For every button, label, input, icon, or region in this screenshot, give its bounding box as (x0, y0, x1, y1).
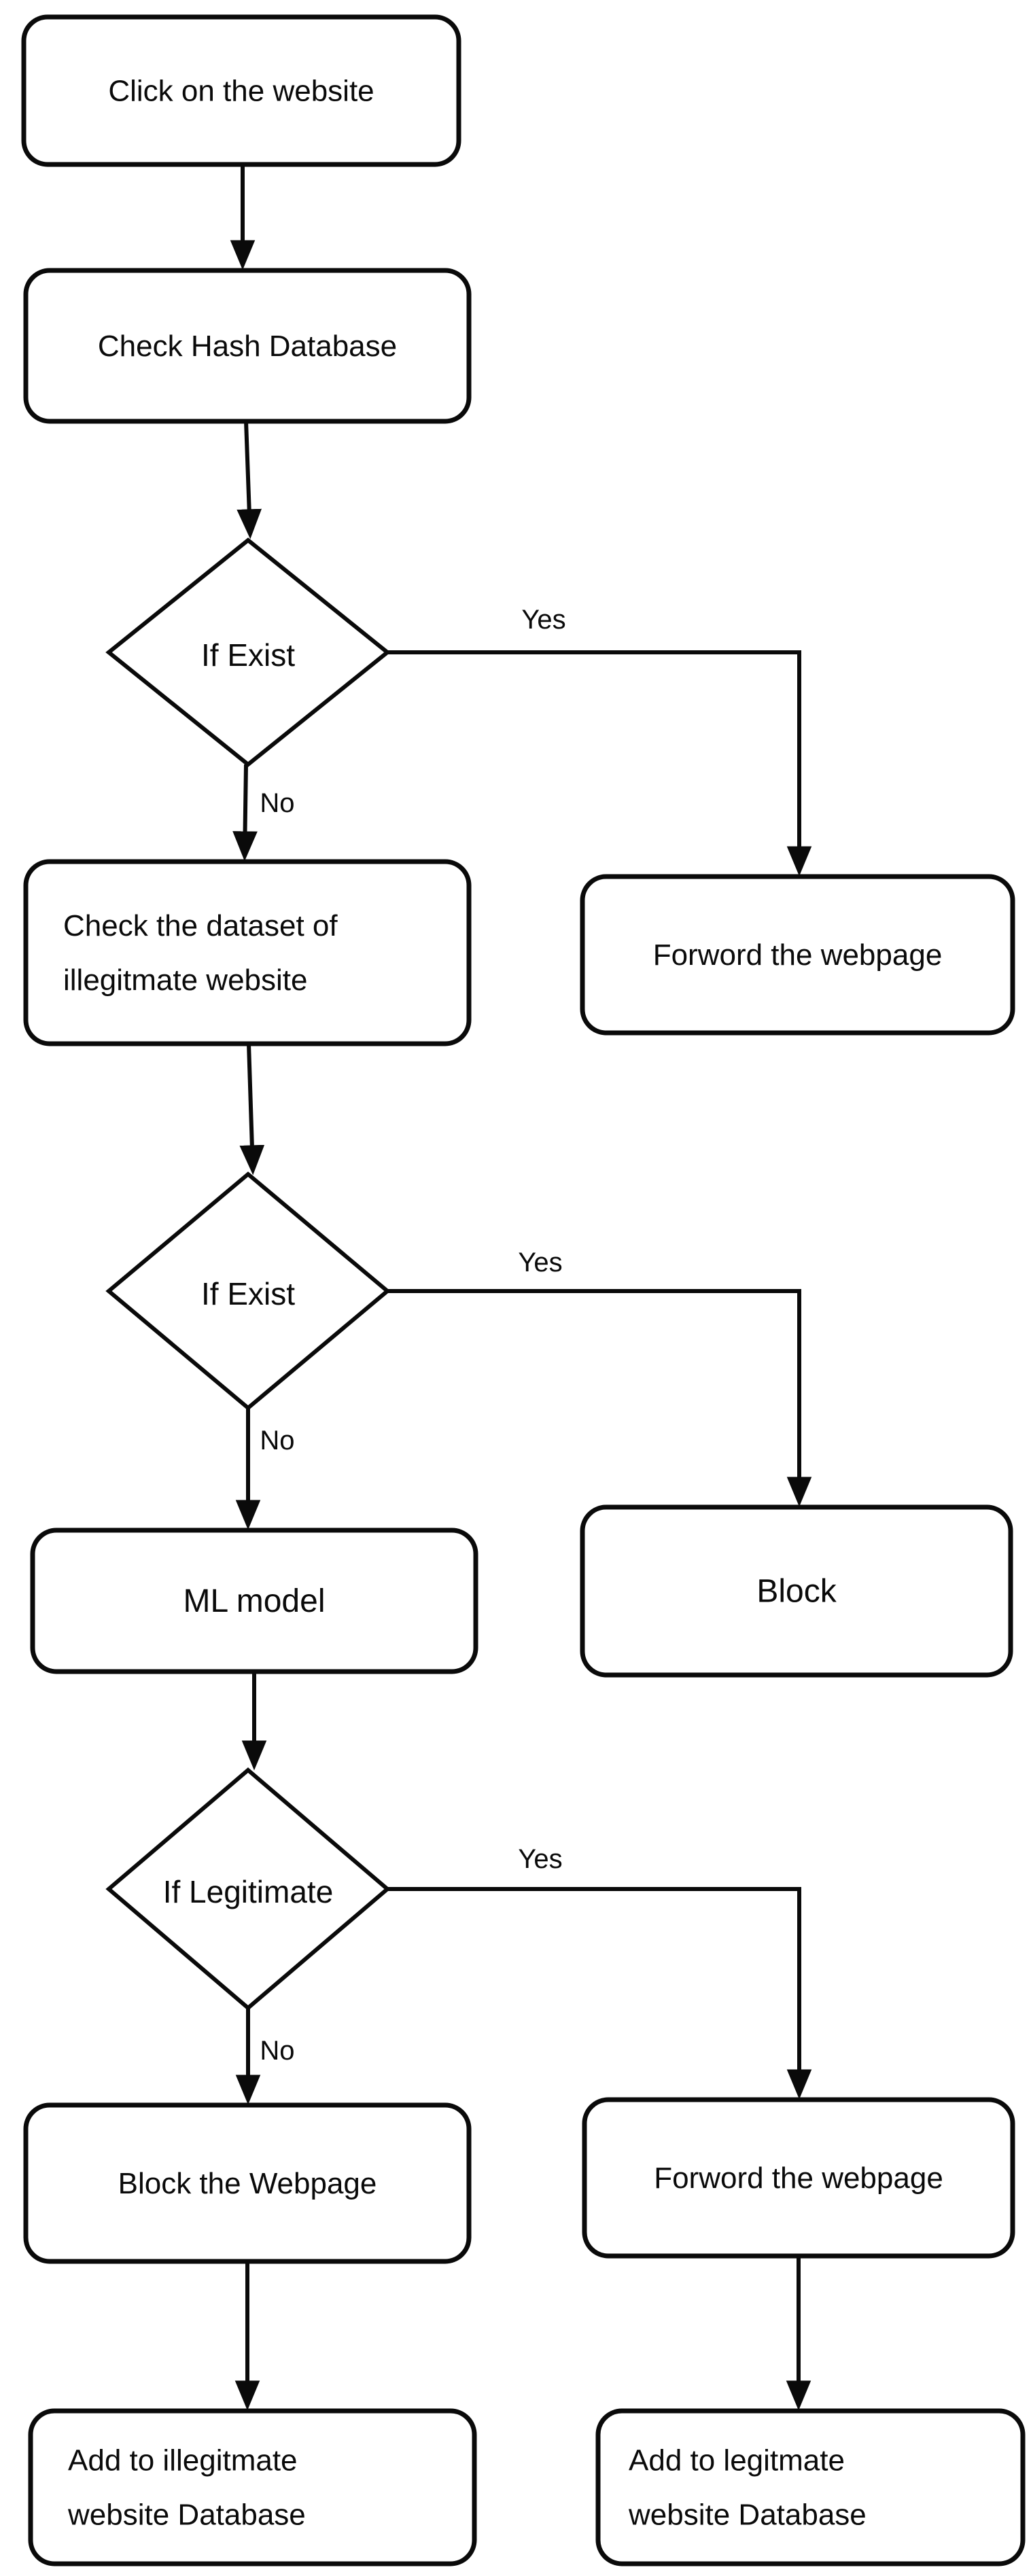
yes-label-1: Yes (521, 605, 565, 635)
if-legitimate-node (105, 1767, 391, 2011)
add-legitimate-db-node (595, 2408, 1026, 2566)
edge-ifexist1-no-dataset (232, 764, 258, 862)
yes-label-2: Yes (518, 1248, 562, 1277)
click-website-node (21, 14, 461, 167)
block-webpage-label: Block the Webpage (118, 2167, 377, 2200)
add-illegitimate-db-node (28, 2408, 477, 2566)
edge-ifexist1-yes-forward1 (387, 650, 812, 877)
check-dataset-node (23, 859, 472, 1046)
click-website-label: Click on the website (108, 74, 374, 107)
edge-ifexist2-yes-block (387, 1289, 812, 1507)
forward-webpage-2-label: Forword the webpage (654, 2162, 943, 2195)
no-label-2: No (260, 1426, 294, 1455)
if-exist-2-label: If Exist (201, 1276, 295, 1311)
if-exist-2-node (105, 1171, 391, 1411)
block-label: Block (756, 1573, 837, 1609)
if-legitimate-label: If Legitimate (163, 1874, 334, 1909)
check-hash-database-label: Check Hash Database (98, 330, 397, 363)
edge-hash-to-ifexist1 (237, 421, 262, 540)
forward-webpage-1-node (580, 874, 1015, 1036)
ml-model-node (30, 1528, 478, 1674)
edge-dataset-to-ifexist2 (239, 1043, 265, 1176)
if-exist-1-node (105, 537, 391, 767)
yes-label-3: Yes (518, 1844, 562, 1874)
no-label-1: No (260, 788, 294, 818)
check-hash-database-node (23, 268, 472, 424)
forward-webpage-1-label: Forword the webpage (653, 938, 943, 972)
edge-iflegit-yes-forward2 (387, 1887, 812, 2100)
if-exist-1-label: If Exist (201, 637, 295, 673)
forward-webpage-2-node (582, 2097, 1015, 2259)
ml-model-label: ML model (184, 1583, 326, 1619)
block-webpage-node (23, 2102, 472, 2264)
no-label-3: No (260, 2036, 294, 2066)
block-node (580, 1504, 1013, 1678)
